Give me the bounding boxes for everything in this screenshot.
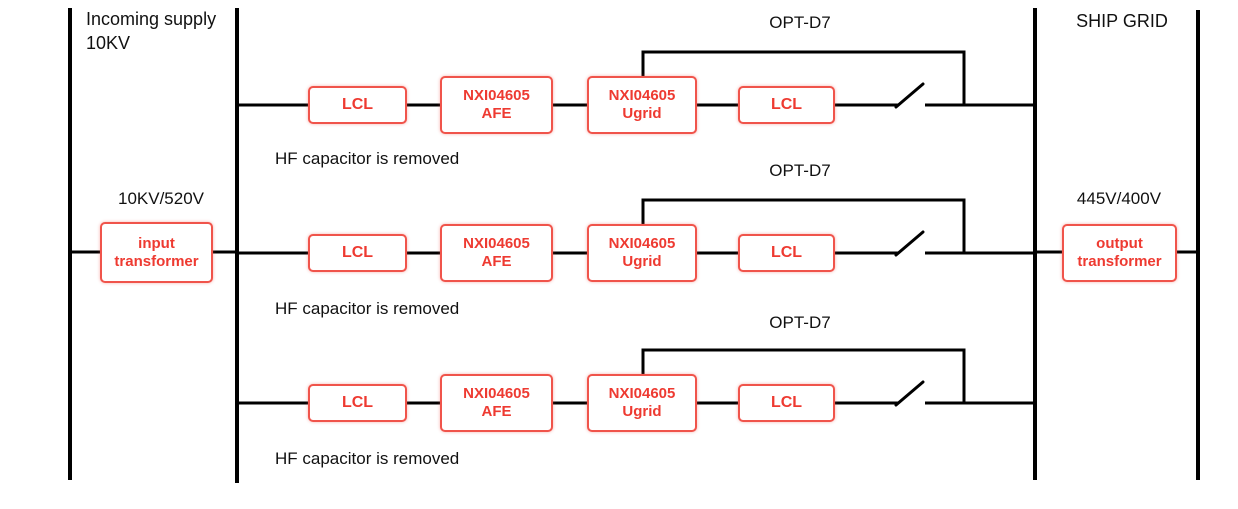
afe-box: NXI04605 AFE [440, 224, 553, 282]
ugrid-box: NXI04605 Ugrid [587, 224, 697, 282]
optd7-label: OPT-D7 [769, 13, 831, 32]
ugrid-label-line2: Ugrid [622, 105, 662, 122]
input-transformer-rating: 10KV/520V [117, 189, 204, 208]
hf-capacitor-caption: HF capacitor is removed [275, 149, 460, 168]
lcl-input-box: LCL [308, 384, 407, 422]
ship-grid-label: SHIP GRID [1076, 11, 1168, 31]
afe-label-line2: AFE [481, 105, 512, 122]
incoming-supply-label: Incoming supply 10KV [86, 7, 216, 55]
row2-disconnect-switch-blade [894, 230, 925, 257]
optd7-label: OPT-D7 [769, 161, 831, 180]
lcl-label: LCL [341, 244, 374, 261]
lcl-output-box: LCL [738, 86, 835, 124]
lcl-label: LCL [770, 394, 803, 411]
lcl-output-box: LCL [738, 234, 835, 272]
afe-label-line1: NXI04605 [463, 385, 530, 402]
output-transformer-label-line1: output [1096, 235, 1143, 252]
optd7-label: OPT-D7 [769, 313, 831, 332]
output-transformer-box: output transformer [1062, 224, 1177, 282]
lcl-input-box: LCL [308, 86, 407, 124]
lcl-label: LCL [341, 96, 374, 113]
ugrid-label-line1: NXI04605 [608, 235, 676, 252]
afe-label-line2: AFE [481, 403, 512, 420]
lcl-label: LCL [770, 96, 803, 113]
afe-label-line1: NXI04605 [463, 87, 530, 104]
ugrid-label-line2: Ugrid [622, 403, 662, 420]
lcl-input-box: LCL [308, 234, 407, 272]
row2-optd7-feedback-wire [641, 198, 966, 253]
ugrid-box: NXI04605 Ugrid [587, 76, 697, 134]
row1-disconnect-switch-blade [894, 82, 925, 109]
ugrid-label-line2: Ugrid [622, 253, 662, 270]
lcl-label: LCL [341, 394, 374, 411]
hf-capacitor-caption: HF capacitor is removed [275, 449, 460, 468]
lcl-output-box: LCL [738, 384, 835, 422]
row3-disconnect-switch-blade [894, 380, 925, 407]
afe-box: NXI04605 AFE [440, 374, 553, 432]
ugrid-label-line1: NXI04605 [608, 385, 676, 402]
row1-optd7-feedback-wire [641, 50, 966, 105]
input-transformer-box: input transformer [100, 222, 213, 283]
output-transformer-label-line2: transformer [1077, 253, 1162, 270]
hf-capacitor-caption: HF capacitor is removed [275, 299, 460, 318]
incoming-supply-line2: 10KV [86, 33, 131, 53]
afe-label-line1: NXI04605 [463, 235, 530, 252]
ugrid-label-line1: NXI04605 [608, 87, 676, 104]
lcl-label: LCL [770, 244, 803, 261]
input-transformer-label-line2: transformer [114, 252, 199, 270]
input-transformer-label-line1: input [138, 234, 175, 252]
incoming-supply-line1: Incoming supply [86, 9, 217, 29]
ugrid-box: NXI04605 Ugrid [587, 374, 697, 432]
row3-optd7-feedback-wire [641, 348, 966, 403]
output-transformer-rating: 445V/400V [1076, 189, 1162, 208]
afe-box: NXI04605 AFE [440, 76, 553, 134]
afe-label-line2: AFE [481, 253, 512, 270]
